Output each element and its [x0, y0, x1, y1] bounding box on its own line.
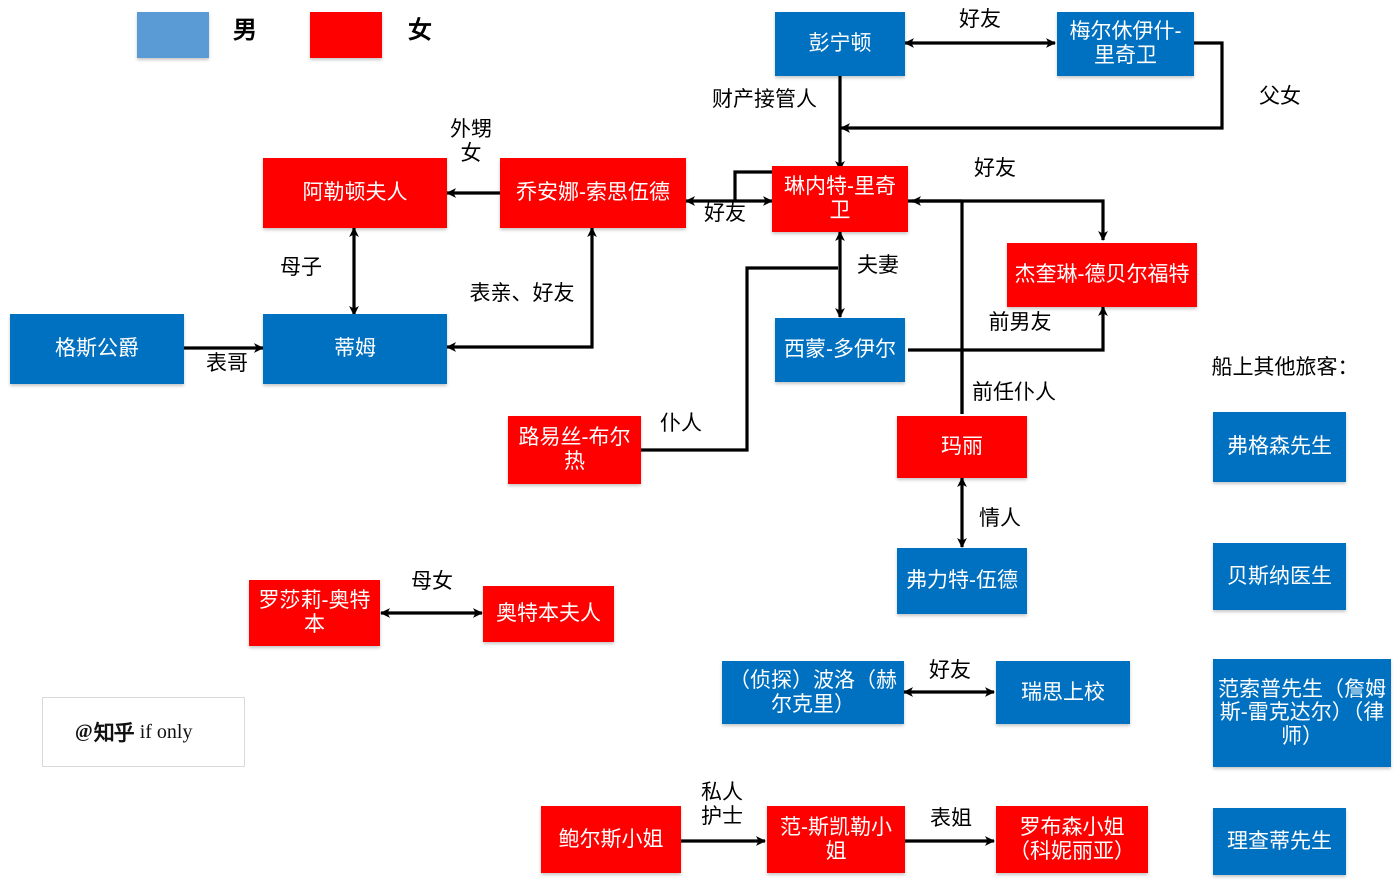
node-label: 弗格森先生 [1227, 435, 1332, 459]
node-mr-fanthorp[interactable]: 范索普先生（詹姆斯-雷克达尔）（律师） [1213, 659, 1391, 767]
node-label: 瑞思上校 [1021, 680, 1105, 704]
node-pennington[interactable]: 彭宁顿 [775, 12, 905, 76]
node-label: 蒂姆 [334, 337, 376, 361]
edge-label-joanna-allerton: 外甥 女 [450, 118, 492, 165]
edge-label-louise-simon: 仆人 [660, 412, 702, 435]
node-label: 奥特本夫人 [496, 602, 601, 626]
node-miss-van-schuyler[interactable]: 范-斯凯勒小姐 [767, 806, 905, 873]
node-mr-richetti[interactable]: 理查蒂先生 [1213, 808, 1346, 875]
edge-label-linnet-simon: 夫妻 [857, 254, 899, 277]
node-label: 路易丝-布尔热 [518, 426, 631, 473]
node-colonel-race[interactable]: 瑞思上校 [996, 661, 1130, 724]
node-duke-gus[interactable]: 格斯公爵 [10, 314, 184, 384]
watermark-brand: 知乎 [93, 722, 135, 745]
node-label: 西蒙-多伊尔 [784, 338, 896, 362]
node-tim[interactable]: 蒂姆 [263, 314, 447, 384]
node-label: 乔安娜-索思伍德 [516, 181, 670, 205]
node-label: （侦探）波洛（赫尔克里） [729, 668, 897, 716]
node-label: 贝斯纳医生 [1227, 564, 1332, 588]
edge-label-pennington-meryl: 好友 [959, 8, 1001, 31]
edge-label-joanna-linnet: 好友 [704, 202, 746, 225]
node-rosalie-otterbourne[interactable]: 罗莎莉-奥特本 [249, 580, 380, 646]
node-label: 鲍尔斯小姐 [558, 827, 664, 851]
edge-label-poirot-race: 好友 [929, 659, 971, 682]
node-meryl-ridgeway[interactable]: 梅尔休伊什-里奇卫 [1057, 12, 1194, 76]
node-jacqueline[interactable]: 杰奎琳-德贝尔福特 [1007, 243, 1197, 307]
watermark-at: @ [75, 721, 93, 742]
node-poirot[interactable]: （侦探）波洛（赫尔克里） [722, 661, 904, 724]
node-label: 格斯公爵 [55, 337, 139, 361]
node-louise-bourget[interactable]: 路易丝-布尔热 [508, 416, 641, 484]
edge-label-marie-linnet: 前任仆人 [972, 381, 1056, 404]
edge-label-meryl-linnet: 父女 [1259, 85, 1301, 108]
edge-label-vanschuyler-robson: 表姐 [930, 807, 972, 830]
legend-swatch-male [137, 12, 209, 58]
node-miss-bowers[interactable]: 鲍尔斯小姐 [541, 806, 681, 873]
node-mr-ferguson[interactable]: 弗格森先生 [1213, 412, 1346, 482]
node-label: 梅尔休伊什-里奇卫 [1069, 20, 1182, 67]
legend-label-male: 男 [233, 17, 257, 44]
legend-swatch-female [310, 12, 382, 58]
node-label: 范索普先生（詹姆斯-雷克达尔）（律师） [1218, 677, 1386, 748]
edge-label-duke-tim: 表哥 [206, 352, 248, 375]
edge-label-marie-fleetwood: 情人 [979, 507, 1021, 530]
other-passengers-title: 船上其他旅客： [1211, 356, 1359, 379]
node-label: 阿勒顿夫人 [302, 181, 408, 205]
node-label: 罗莎莉-奥特本 [258, 589, 371, 636]
node-marie[interactable]: 玛丽 [897, 416, 1027, 478]
node-miss-robson[interactable]: 罗布森小姐（科妮丽亚） [996, 806, 1148, 873]
node-label: 范-斯凯勒小姐 [780, 815, 892, 863]
node-linnet-ridgeway[interactable]: 琳内特-里奇卫 [772, 166, 908, 232]
edge-label-simon-jacqueline: 前男友 [988, 311, 1052, 334]
edge-label-linnet-jacqueline: 好友 [974, 157, 1016, 180]
node-fleetwood[interactable]: 弗力特-伍德 [897, 548, 1027, 614]
node-label: 彭宁顿 [808, 32, 872, 56]
wire-linnet-jacqueline [908, 199, 1108, 241]
node-label: 弗力特-伍德 [906, 569, 1018, 593]
node-label: 罗布森小姐（科妮丽亚） [1009, 815, 1135, 863]
watermark-tail: if only [139, 720, 193, 743]
node-label: 杰奎琳-德贝尔福特 [1014, 263, 1190, 287]
edge-label-rosalie-mother: 母女 [411, 570, 453, 593]
node-label: 理查蒂先生 [1227, 829, 1332, 853]
node-label: 琳内特-里奇卫 [784, 175, 896, 222]
legend-label-female: 女 [408, 17, 432, 44]
node-mrs-allerton[interactable]: 阿勒顿夫人 [263, 158, 447, 228]
edge-label-bowers-vanschuyler: 私人 护士 [701, 781, 743, 828]
edge-label-joanna-tim: 表亲、好友 [469, 282, 575, 305]
node-mrs-otterbourne[interactable]: 奥特本夫人 [483, 586, 614, 642]
node-label: 玛丽 [941, 435, 983, 459]
watermark: @ 知乎 if only [42, 697, 245, 767]
node-dr-bessner[interactable]: 贝斯纳医生 [1213, 543, 1346, 610]
node-joanna-southwood[interactable]: 乔安娜-索思伍德 [500, 158, 686, 228]
edge-label-allerton-tim: 母子 [280, 256, 322, 279]
node-simon-doyle[interactable]: 西蒙-多伊尔 [775, 318, 905, 382]
edge-label-pennington-linnet: 财产接管人 [712, 88, 817, 111]
